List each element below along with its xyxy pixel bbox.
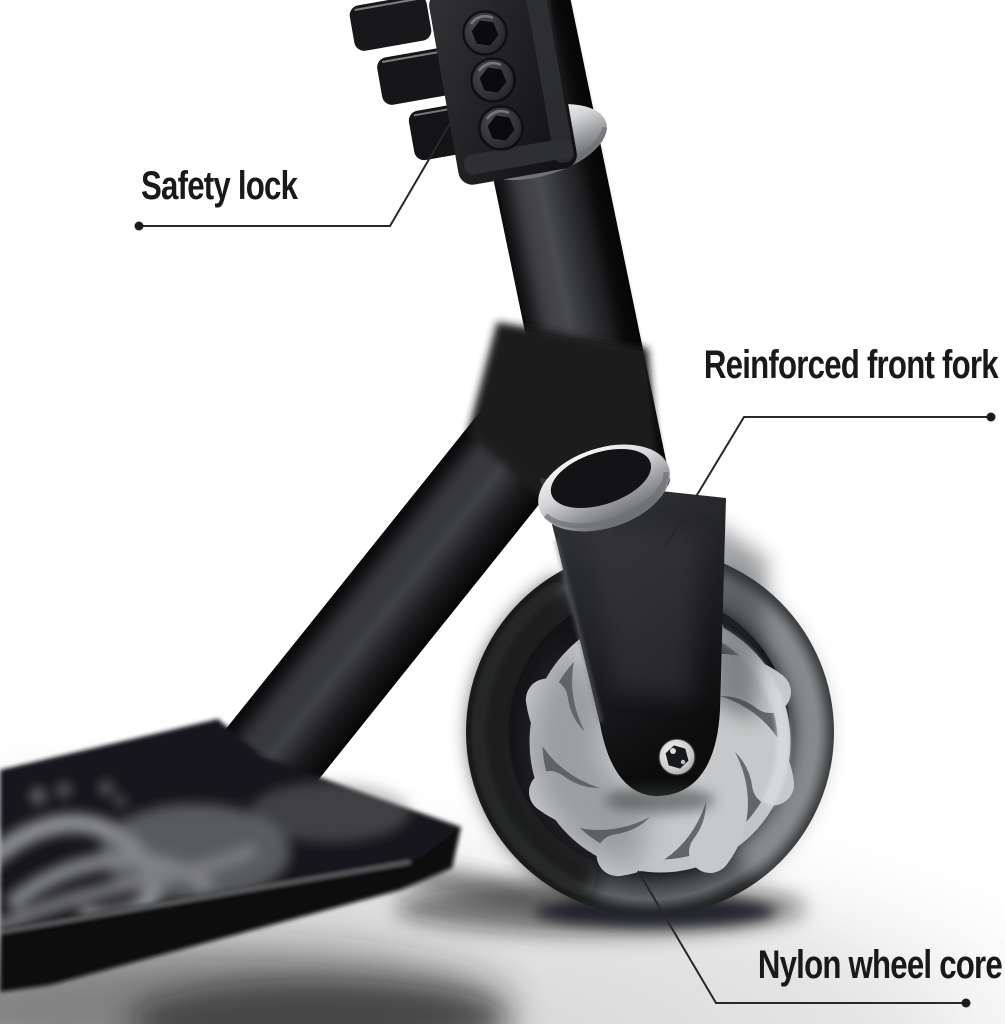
clamp-bolt-middle (470, 57, 516, 103)
deck-bottom-rail (0, 827, 461, 992)
deck (0, 719, 461, 992)
deck-graphic (0, 782, 410, 935)
front-fork (540, 478, 768, 813)
clamp-bolt-bottom (478, 105, 524, 151)
nylon-wheel-core-label: Nylon wheel core (757, 943, 1003, 987)
wheel-core-leader-dot (961, 998, 971, 1008)
front-fork-leader-line (664, 416, 991, 549)
front-fork-leader-dot (986, 412, 996, 422)
reinforced-front-fork-label: Reinforced front fork (704, 343, 999, 387)
axle-bolt (658, 738, 696, 776)
headset-collar (538, 444, 670, 532)
safety-lock-leader-dot (134, 221, 144, 231)
stem-clamp (429, 0, 577, 185)
wheel-core-leader-line (637, 870, 966, 1004)
clamp-bolt-top (462, 10, 508, 56)
safety-lock-leader-line (139, 95, 467, 227)
safety-lock-label: Safety lock (141, 164, 298, 208)
callout-leader-lines (134, 95, 996, 1008)
deck-cast-shadow (0, 946, 510, 1024)
